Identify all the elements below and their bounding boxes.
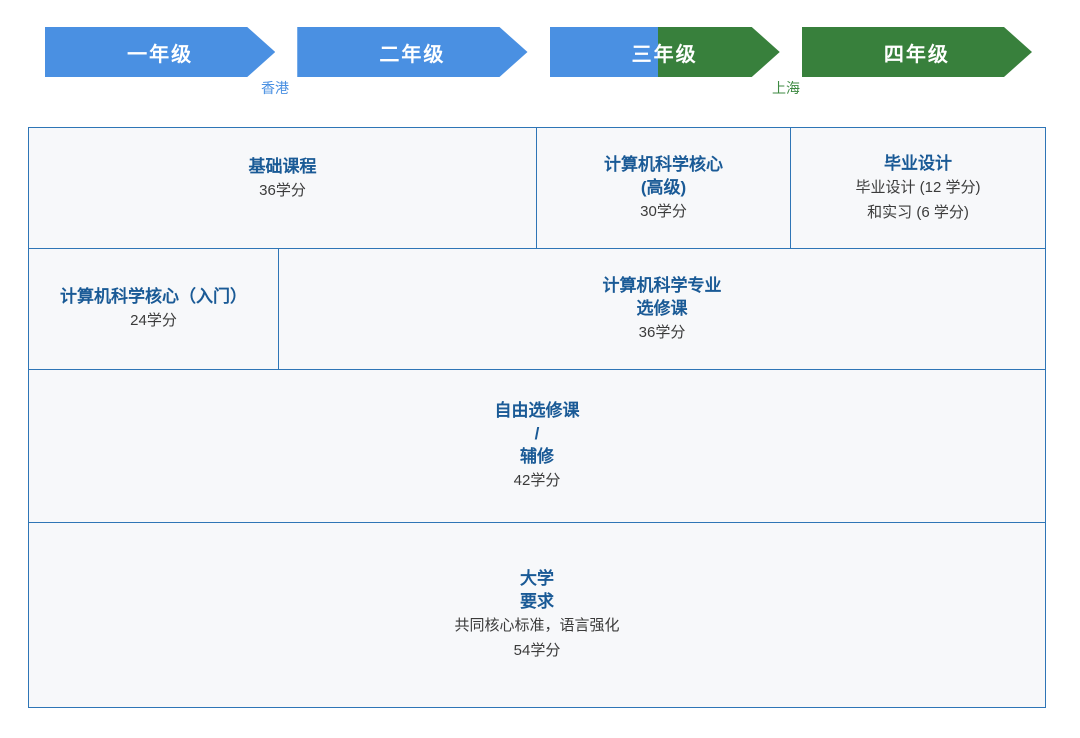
cell-credits: 36学分 — [638, 323, 686, 341]
year-arrow-label: 四年级 — [883, 43, 950, 66]
cell-credits: 24学分 — [130, 312, 177, 329]
cell-title: 选修课 — [636, 298, 688, 318]
cell-cs-core-intro: 计算机科学核心（入门） 24学分 — [29, 249, 278, 369]
cell-credits: 和实习 (6 学分) — [867, 203, 969, 221]
cell-description: 共同核心标准，语言强化 — [454, 617, 620, 634]
cell-title: 要求 — [520, 592, 554, 611]
cell-credits: 36学分 — [259, 182, 306, 199]
year-arrow-grade4: 四年级 — [802, 27, 1032, 77]
cell-university-requirements: 大学 要求 共同核心标准，语言强化 54学分 — [29, 523, 1045, 707]
cell-title: 自由选修课 — [494, 401, 580, 420]
year-arrow-label: 一年级 — [127, 43, 194, 66]
year-arrow-label: 二年级 — [379, 43, 446, 66]
cell-title: 毕业设计 — [884, 153, 952, 173]
cell-credits: 30学分 — [640, 202, 687, 220]
cell-title: (高级) — [640, 177, 687, 197]
cell-title: / — [534, 424, 540, 443]
year-arrow-grade1: 一年级 — [45, 27, 275, 77]
curriculum-table: 基础课程 36学分 计算机科学核心 (高级) 30学分 毕业设计 毕业设计 (1… — [28, 127, 1046, 708]
location-label-shanghai: 上海 — [772, 80, 800, 96]
year-timeline: 一年级 二年级 三年级 四年级 — [45, 27, 1032, 77]
cell-title: 计算机科学核心（入门） — [60, 287, 247, 306]
table-row: 大学 要求 共同核心标准，语言强化 54学分 — [29, 522, 1045, 707]
cell-credits: 54学分 — [513, 642, 561, 659]
cell-title: 计算机科学核心 — [604, 154, 723, 174]
year-arrow-label: 三年级 — [631, 43, 698, 66]
table-row: 自由选修课 / 辅修 42学分 — [29, 369, 1045, 522]
table-row: 计算机科学核心（入门） 24学分 计算机科学专业 选修课 36学分 — [29, 248, 1045, 369]
cell-foundation-courses: 基础课程 36学分 — [29, 128, 536, 248]
cell-credits: 42学分 — [513, 472, 561, 489]
table-row: 基础课程 36学分 计算机科学核心 (高级) 30学分 毕业设计 毕业设计 (1… — [29, 128, 1045, 248]
cell-title: 大学 — [520, 569, 554, 588]
cell-title: 辅修 — [520, 447, 554, 466]
cell-credits: 毕业设计 (12 学分) — [855, 178, 981, 196]
year-arrow-grade2: 二年级 — [297, 27, 527, 77]
cell-cs-electives: 计算机科学专业 选修课 36学分 — [278, 249, 1045, 369]
cell-title: 基础课程 — [248, 157, 317, 176]
cell-graduation-project: 毕业设计 毕业设计 (12 学分) 和实习 (6 学分) — [790, 128, 1045, 248]
cell-title: 计算机科学专业 — [602, 275, 722, 295]
year-arrow-grade3: 三年级 — [550, 27, 780, 77]
location-label-hongkong: 香港 — [261, 80, 289, 96]
cell-cs-core-advanced: 计算机科学核心 (高级) 30学分 — [536, 128, 790, 248]
cell-free-electives-minor: 自由选修课 / 辅修 42学分 — [29, 370, 1045, 522]
